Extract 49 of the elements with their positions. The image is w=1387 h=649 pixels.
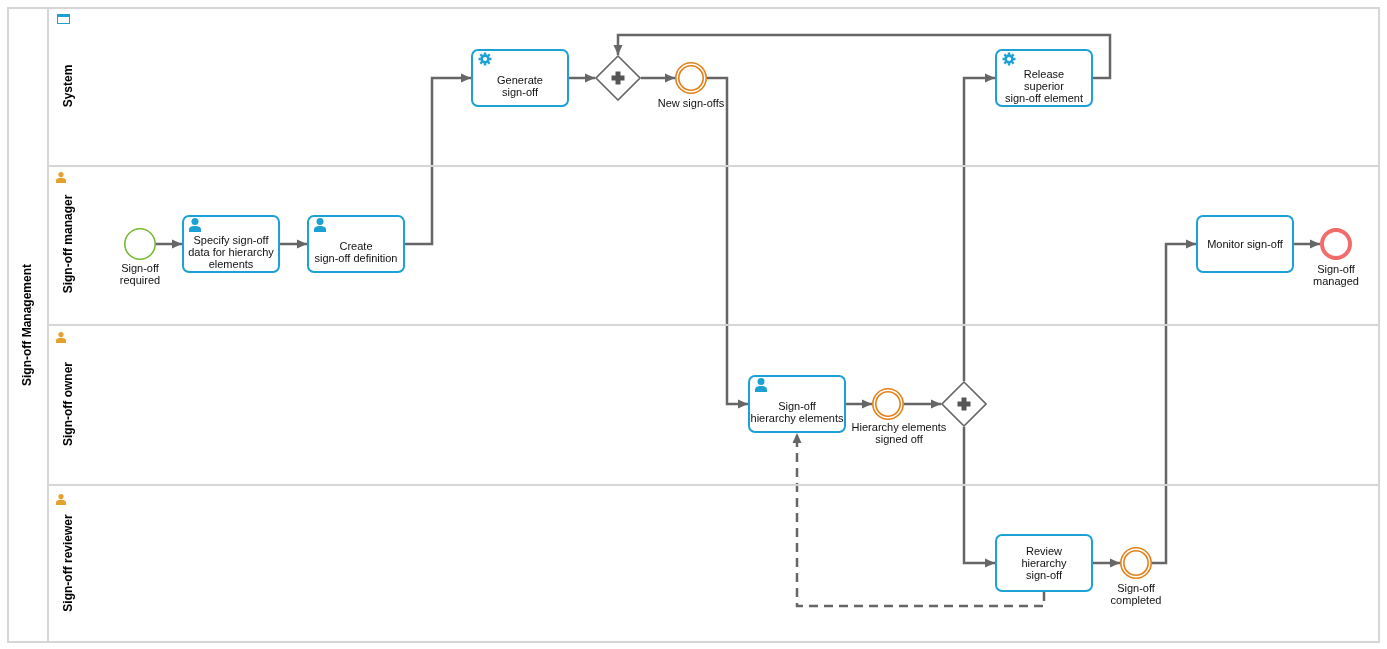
arrow bbox=[707, 76, 748, 409]
task-box bbox=[995, 49, 1093, 107]
task-label: Release superior sign-off element bbox=[1004, 68, 1084, 104]
arrow bbox=[569, 73, 595, 83]
pool-title: Sign-off Management bbox=[20, 264, 34, 386]
pool bbox=[7, 7, 1380, 643]
task-label: Monitor sign-off bbox=[1207, 238, 1283, 250]
arrow bbox=[280, 239, 307, 249]
parallel-gateway bbox=[595, 55, 641, 101]
event-label: Sign-off managed bbox=[1313, 263, 1359, 287]
lane-title: System bbox=[61, 64, 75, 108]
task-box bbox=[182, 215, 280, 273]
arrow bbox=[156, 239, 182, 249]
task-box bbox=[307, 215, 405, 273]
task-box bbox=[995, 534, 1093, 592]
arrow bbox=[405, 73, 471, 246]
task-box bbox=[1196, 215, 1294, 273]
lane-title: Sign-off owner bbox=[61, 362, 75, 446]
lane-title: Sign-off reviewer bbox=[61, 514, 75, 612]
task-box bbox=[748, 375, 846, 433]
swimlane bbox=[47, 484, 1378, 641]
task-label: Sign-off hierarchy elements bbox=[750, 400, 844, 424]
arrow bbox=[962, 73, 995, 381]
task-label: Specify sign-off data for hierarchy elements bbox=[188, 234, 274, 270]
event-label: New sign-offs bbox=[657, 97, 725, 109]
dashed-arrow bbox=[792, 433, 1046, 608]
intermediate-event bbox=[872, 388, 904, 420]
arrow bbox=[846, 399, 872, 409]
arrow bbox=[641, 73, 675, 83]
start-event bbox=[124, 228, 156, 260]
task-label: Generate sign-off bbox=[497, 74, 543, 98]
end-event bbox=[1320, 228, 1352, 260]
task-label: Create sign-off definition bbox=[314, 240, 398, 264]
lane-title: Sign-off manager bbox=[61, 194, 75, 294]
swimlane bbox=[47, 165, 1378, 324]
event-label: Sign-off completed bbox=[1110, 582, 1162, 606]
arrow bbox=[1093, 558, 1120, 568]
arrow bbox=[1294, 239, 1320, 249]
arrow bbox=[904, 399, 941, 409]
event-label: Hierarchy elements signed off bbox=[851, 421, 947, 445]
arrow bbox=[1152, 239, 1196, 565]
intermediate-event bbox=[675, 62, 707, 94]
task-label: Review hierarchy sign-off bbox=[1021, 545, 1067, 581]
task-box bbox=[471, 49, 569, 107]
arrow bbox=[962, 427, 995, 568]
intermediate-event bbox=[1120, 547, 1152, 579]
swimlane bbox=[47, 324, 1378, 484]
event-label: Sign-off required bbox=[119, 262, 161, 286]
arrow bbox=[613, 33, 1112, 80]
